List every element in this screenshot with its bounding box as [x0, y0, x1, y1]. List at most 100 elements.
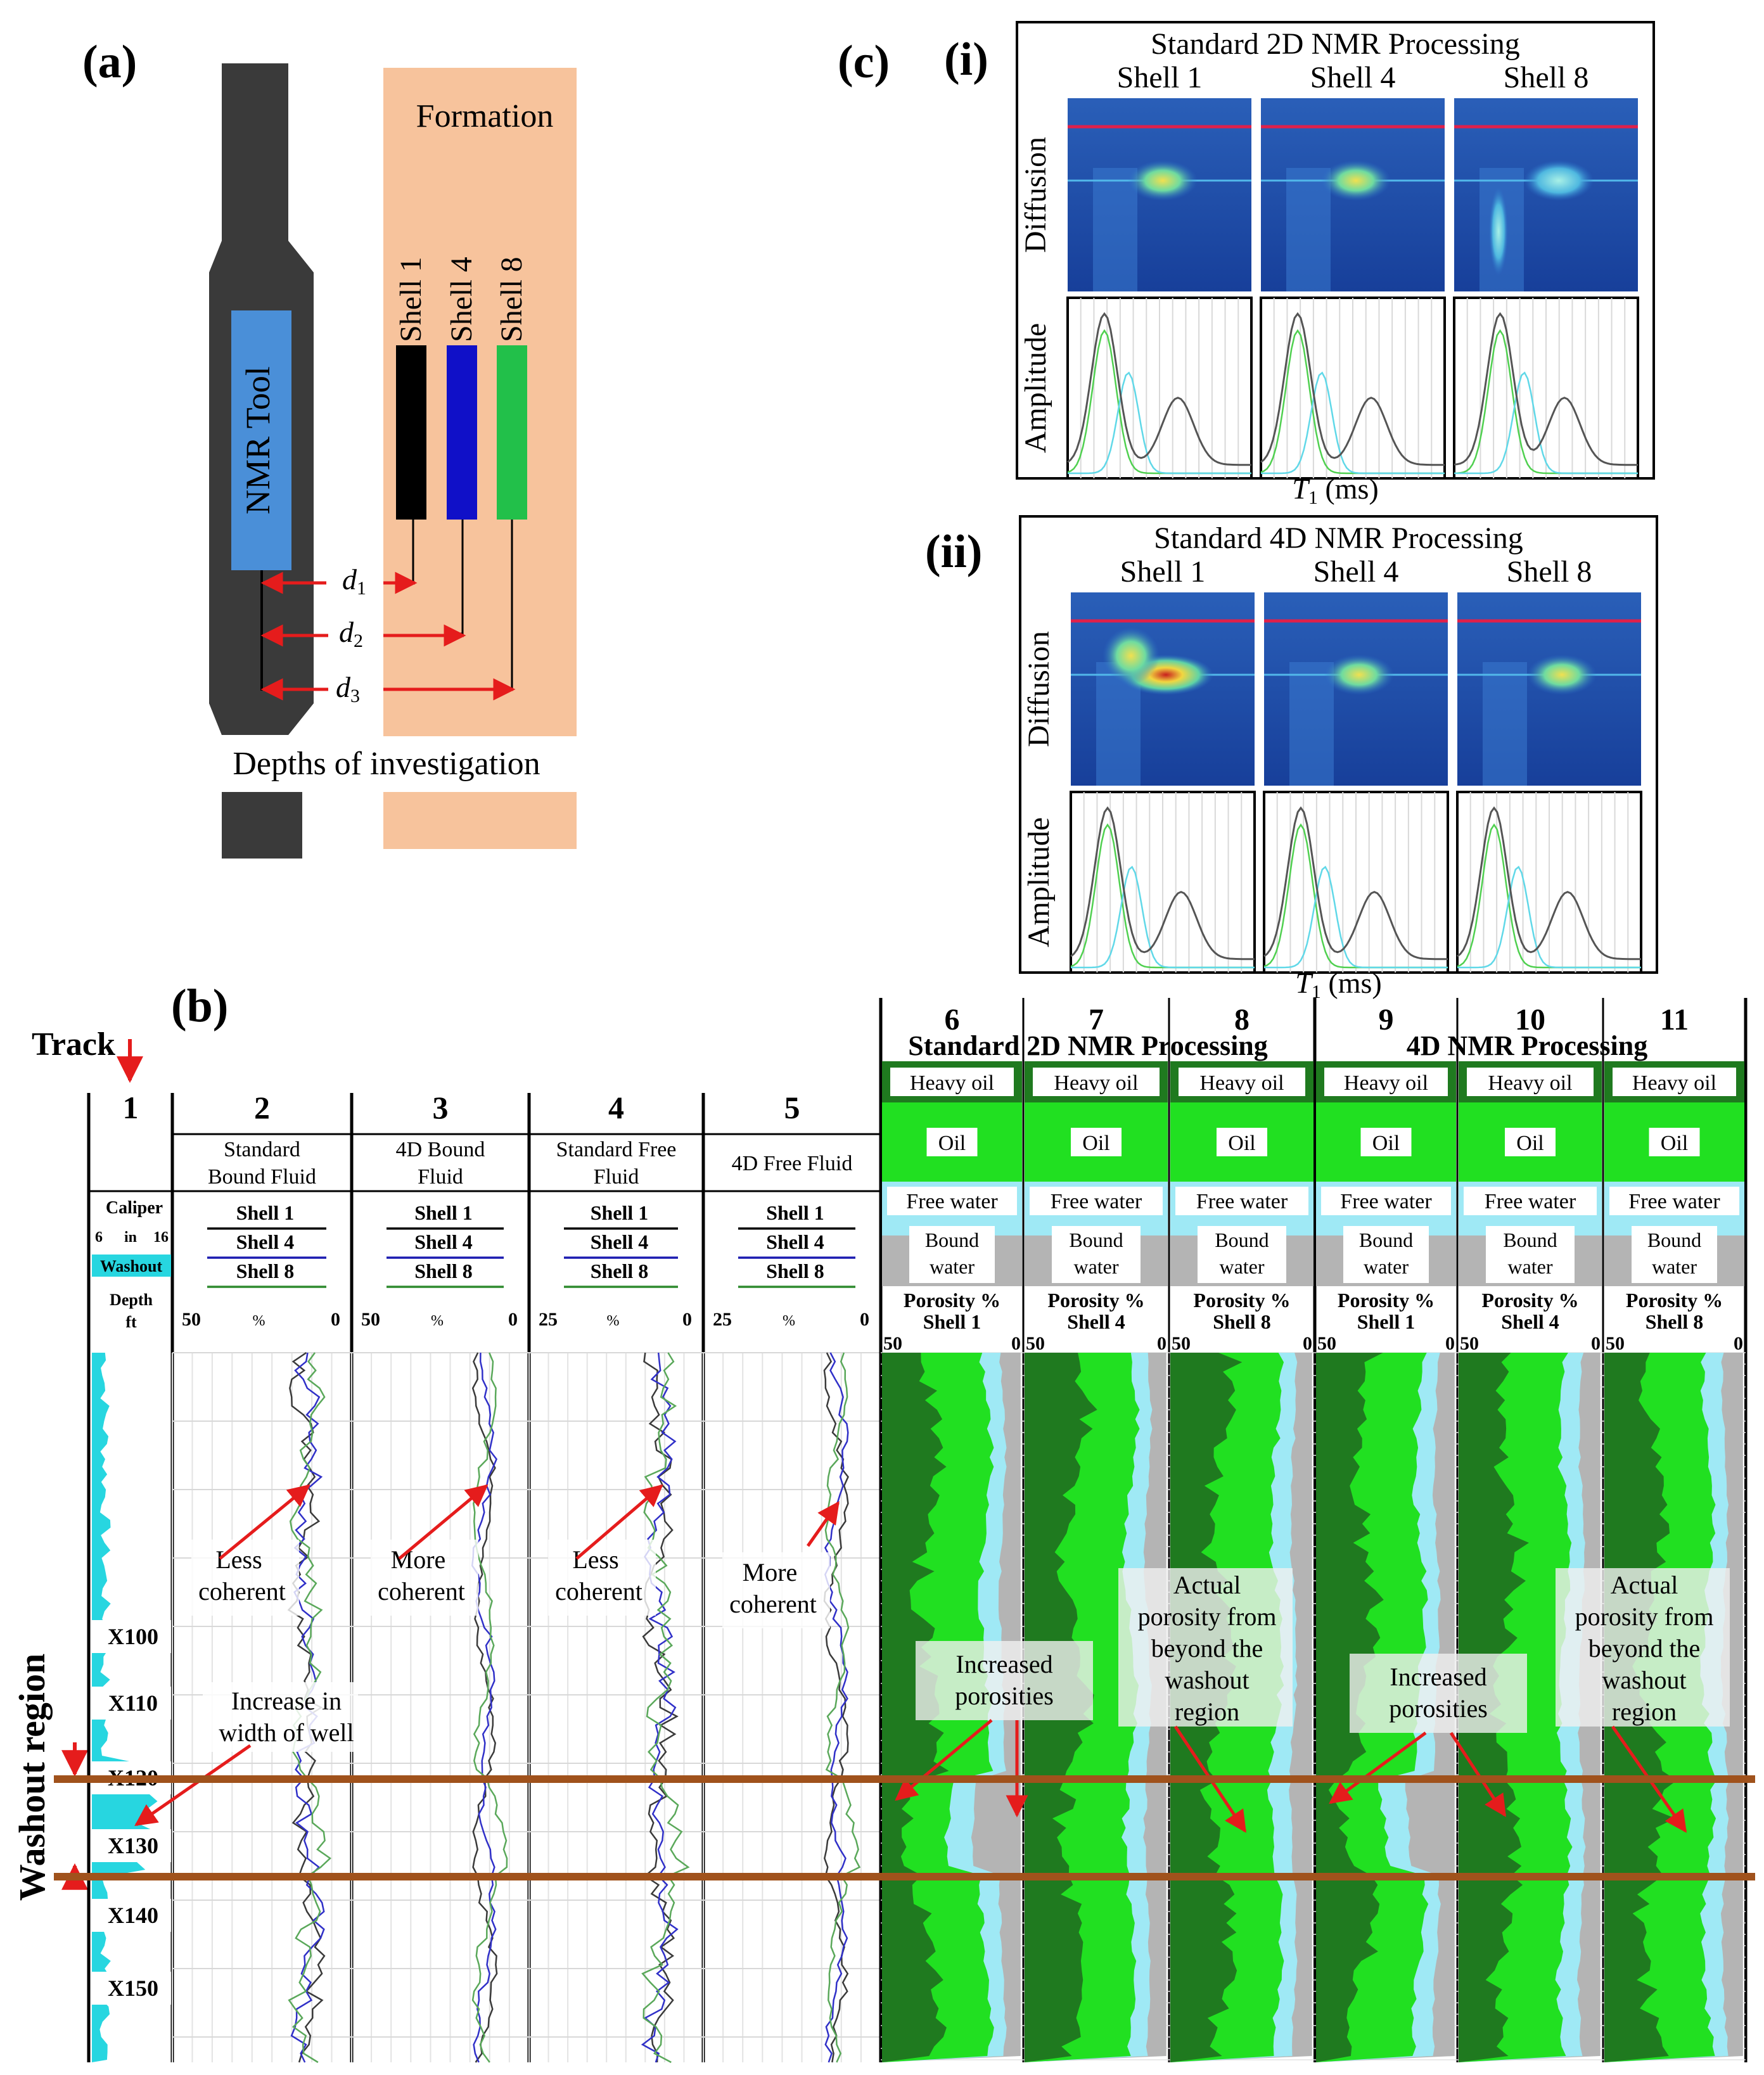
porosity-label: Porosity %: [1481, 1289, 1578, 1312]
scale-unit: %: [431, 1313, 444, 1329]
porosity-shell-label: Shell 8: [1213, 1310, 1271, 1333]
free-water-label: Free water: [1628, 1190, 1720, 1213]
porosity-label: Porosity %: [1626, 1289, 1723, 1312]
legend-label-bg: [926, 1128, 978, 1156]
legend-label-bg: [909, 1226, 995, 1283]
porosity-label: Porosity %: [1193, 1289, 1290, 1312]
subpanel-shell-label: Shell 4: [1310, 61, 1396, 94]
fluid-track-title: Fluid: [594, 1165, 639, 1189]
caliper-min: 6: [95, 1229, 103, 1246]
subpanel-shell-label: Shell 8: [1507, 555, 1592, 589]
bound-water-label: Bound: [1503, 1229, 1557, 1251]
fluid-curve: [641, 1352, 679, 2063]
diffusion-peak: [1524, 160, 1594, 201]
legend-label-bg: [1467, 1068, 1594, 1096]
shell-legend-label: Shell 8: [591, 1260, 649, 1282]
caliper-label: Caliper: [106, 1198, 163, 1218]
legend-label-bg: [1360, 1128, 1412, 1156]
increase-arrow: [895, 1719, 993, 1801]
heavy-oil-label: Heavy oil: [1632, 1071, 1716, 1095]
caliper-max: 16: [153, 1229, 169, 1246]
fluid-track-number: 5: [784, 1090, 800, 1125]
group-4d-title: 4D NMR Processing: [1407, 1030, 1647, 1061]
washout-legend: [92, 1255, 171, 1277]
annotation-bg: [1350, 1654, 1527, 1733]
bound-water-label: water: [1364, 1255, 1409, 1278]
oil-label: Oil: [938, 1132, 966, 1155]
actual-annotation: porosity from: [1138, 1602, 1277, 1631]
porosity-fill: [882, 1353, 949, 2062]
porosity-scale-left: 50: [1026, 1333, 1045, 1354]
t1-axis-label: T1 (ms): [1292, 473, 1378, 508]
actual-annotation: porosity from: [1575, 1602, 1714, 1631]
actual-annotation: beyond the: [1151, 1634, 1263, 1663]
amplitude-component: [1068, 371, 1251, 475]
legend-label-bg: [1071, 1128, 1122, 1156]
depth-label: Depth: [110, 1291, 153, 1309]
porosity-scale-right: 0: [1445, 1333, 1455, 1354]
amplitude-component: [1457, 865, 1641, 969]
oil-label: Oil: [1661, 1132, 1688, 1155]
porosity-track-number: 10: [1515, 1003, 1545, 1037]
shell-legend-label: Shell 8: [414, 1260, 473, 1282]
diffusion-band: [1286, 168, 1331, 291]
annotation-bg: [1118, 1568, 1293, 1727]
diffusion-peak: [1324, 654, 1394, 695]
actual-annotation: washout: [1602, 1666, 1686, 1694]
amplitude-total: [1260, 312, 1445, 466]
bound-water-label: water: [1219, 1255, 1264, 1278]
fluid-curve: [824, 1352, 849, 2063]
shell-legend-label: Shell 1: [414, 1201, 473, 1224]
amplitude-total: [1454, 312, 1638, 466]
panel-c-label: (c): [838, 36, 890, 88]
bound-water-label: Bound: [1359, 1229, 1413, 1251]
t1-axis-label: T1 (ms): [1295, 967, 1381, 1002]
bound-water-label: Bound: [1215, 1229, 1269, 1251]
diffusion-peak: [1489, 187, 1508, 276]
fluid-curve: [824, 1352, 861, 2063]
coherence-arrow: [219, 1484, 310, 1560]
fluid-curve: [471, 1352, 498, 2063]
shell-4-bar: [447, 345, 477, 520]
porosity-shell-label: Shell 1: [1357, 1310, 1416, 1333]
depth-tag: X140: [108, 1903, 158, 1928]
legend-label-bg: [1505, 1128, 1556, 1156]
annotation-text: coherent: [555, 1577, 642, 1606]
subpanel-shell-label: Shell 4: [1313, 555, 1399, 589]
legend-label-bg: [1175, 1187, 1308, 1215]
oil-label: Oil: [1228, 1132, 1255, 1155]
depth-tag-bg: [92, 1829, 171, 1862]
shell-legend-label: Shell 1: [236, 1201, 295, 1224]
free-water-label: Free water: [906, 1190, 998, 1213]
porosity-track-number: 11: [1660, 1003, 1689, 1037]
oil-label: Oil: [1516, 1132, 1544, 1155]
amplitude-total: [1457, 806, 1641, 961]
scale-left: 50: [361, 1309, 380, 1330]
subpanel-shell-label: Shell 8: [1504, 61, 1589, 94]
log-tracks: 1Caliper6in16WashoutDepthftX100X110X120X…: [54, 998, 1755, 2064]
actual-annotation: beyond the: [1588, 1634, 1701, 1663]
heavy-oil-label: Heavy oil: [1488, 1071, 1572, 1095]
fluid-track-number: 3: [433, 1090, 449, 1125]
porosity-track-number: 6: [945, 1003, 960, 1037]
annotation-bg: [371, 1540, 478, 1616]
shell-8-label: Shell 8: [495, 257, 528, 342]
bound-water-label: Bound: [1069, 1229, 1123, 1251]
fluid-track-title: Standard Free: [556, 1138, 677, 1161]
panel-b-label: (b): [171, 980, 228, 1032]
actual-annotation: region: [1175, 1697, 1239, 1726]
shell-legend-label: Shell 4: [236, 1230, 295, 1253]
bound-water-label: water: [1652, 1255, 1697, 1278]
porosity-scale-left: 50: [883, 1333, 902, 1354]
fluid-track-number: 2: [254, 1090, 270, 1125]
free-water-label: Free water: [1051, 1190, 1142, 1213]
well-annotation: width of well: [219, 1718, 354, 1747]
bound-water-label: Bound: [1647, 1229, 1701, 1251]
legend-label-bg: [1052, 1226, 1141, 1283]
bound-water-label: water: [1073, 1255, 1118, 1278]
fluid-curve: [823, 1352, 849, 2063]
